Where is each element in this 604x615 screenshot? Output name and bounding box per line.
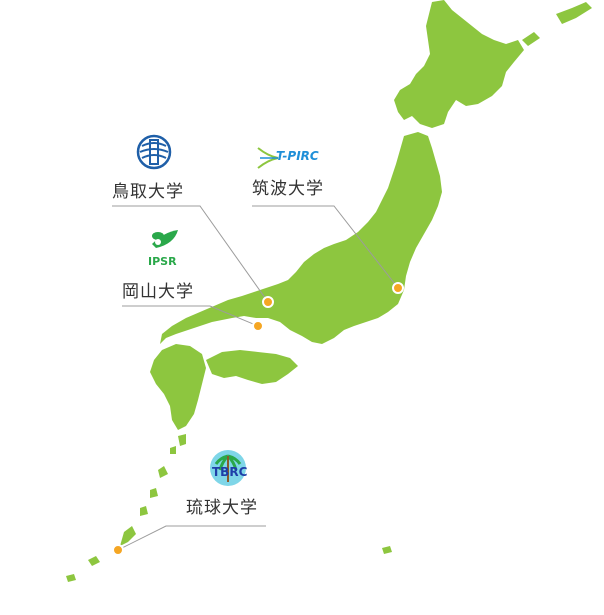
marker-okayama[interactable]: [252, 320, 264, 332]
t-pirc-logo-icon: [256, 144, 330, 170]
institution-label-tottori: 鳥取大学: [112, 182, 184, 202]
location-markers: [112, 282, 404, 556]
marker-ryukyu[interactable]: [112, 544, 124, 556]
kyushu: [150, 344, 206, 430]
island-b: [150, 488, 158, 498]
kuril-island: [556, 2, 592, 24]
hokkaido: [394, 0, 524, 128]
institution-label-ryukyu: 琉球大学: [186, 498, 258, 518]
okinawa-island: [120, 526, 136, 546]
island-c: [140, 506, 148, 516]
ogasawara-island: [382, 546, 392, 554]
t-pirc-logo-text: T-PIRC: [276, 149, 319, 163]
arid-land-research-center-logo-icon: [134, 134, 174, 170]
leader-line-tsukuba: [252, 205, 399, 289]
shikoku: [206, 350, 298, 384]
sado-island: [392, 216, 404, 228]
marker-tottori[interactable]: [262, 296, 274, 308]
island-a: [170, 446, 176, 454]
japan-landmass: [66, 0, 592, 582]
tbrc-logo-text: TBRC: [212, 465, 248, 479]
leader-line-okayama: [122, 305, 259, 327]
leader-line-ryukyu: [117, 525, 266, 551]
amami-island: [158, 466, 168, 478]
island-d: [88, 556, 100, 566]
institution-label-tsukuba: 筑波大学: [252, 179, 324, 199]
honshu: [160, 132, 442, 344]
leader-line-tottori: [112, 205, 269, 303]
ipsr-logo-text: IPSR: [148, 255, 177, 268]
institution-label-okayama: 岡山大学: [122, 282, 194, 302]
marker-tsukuba[interactable]: [392, 282, 404, 294]
tbrc-logo-icon: [208, 448, 248, 488]
leader-lines: [112, 205, 399, 551]
kuril-island-2: [522, 32, 540, 46]
ipsr-logo-icon: [146, 228, 182, 262]
island-e: [66, 574, 76, 582]
tanegashima: [178, 434, 186, 446]
